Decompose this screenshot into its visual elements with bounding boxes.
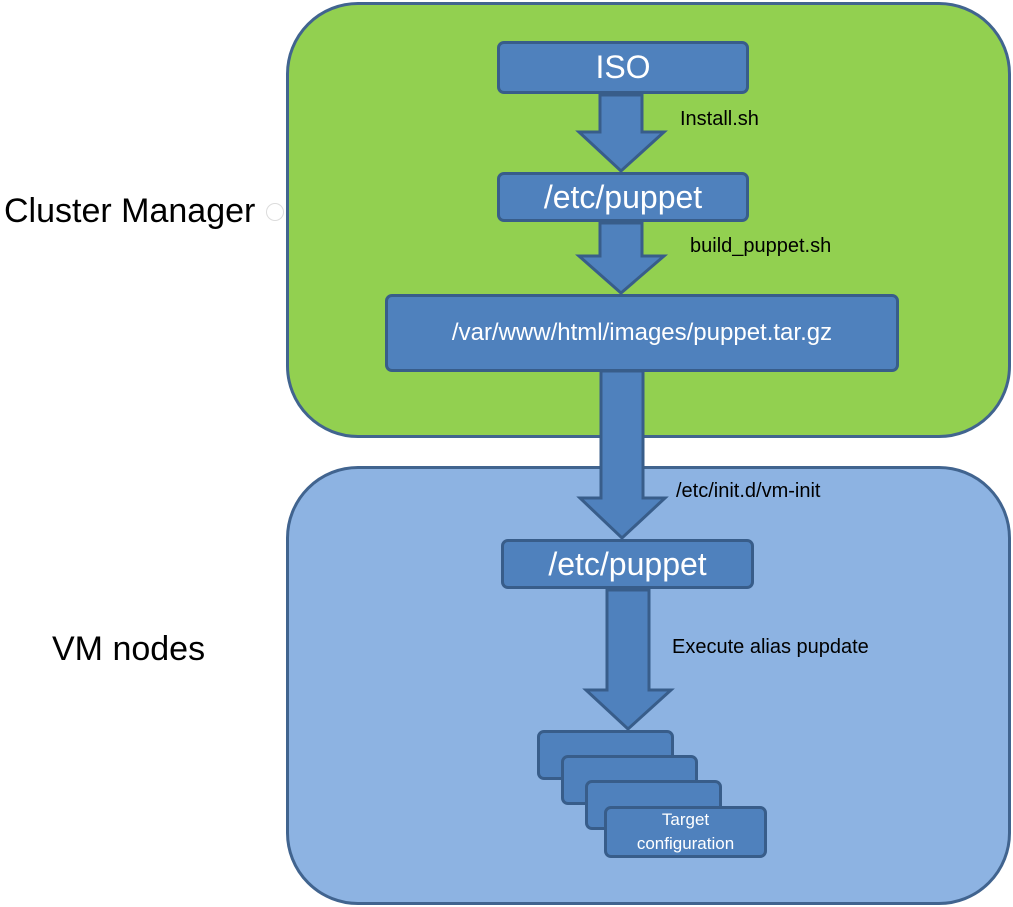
target-line-2: configuration [636,834,735,853]
cluster-manager-label: Cluster Manager [4,192,256,230]
vm-init-label: /etc/init.d/vm-init [676,480,821,502]
target-configuration-box: Target configuration [604,806,767,858]
arrow-puppet-to-tarball [575,221,669,295]
arrow-vm-to-targets [582,588,675,732]
puppet-tarball-box: /var/www/html/images/puppet.tar.gz [385,294,899,372]
arrow-iso-to-puppet [575,93,668,174]
build-puppet-sh-label: build_puppet.sh [690,235,832,257]
execute-pupdate-label: Execute alias pupdate [672,636,869,658]
arrow-tarball-to-vm [576,369,669,541]
etc-puppet-manager-box: /etc/puppet [497,172,749,222]
target-line-1: Target [661,810,710,829]
iso-box: ISO [497,41,749,94]
etc-puppet-vm-box: /etc/puppet [501,539,754,589]
ghost-circle-icon [266,203,284,221]
vm-nodes-label: VM nodes [52,630,206,668]
install-sh-label: Install.sh [680,108,759,130]
